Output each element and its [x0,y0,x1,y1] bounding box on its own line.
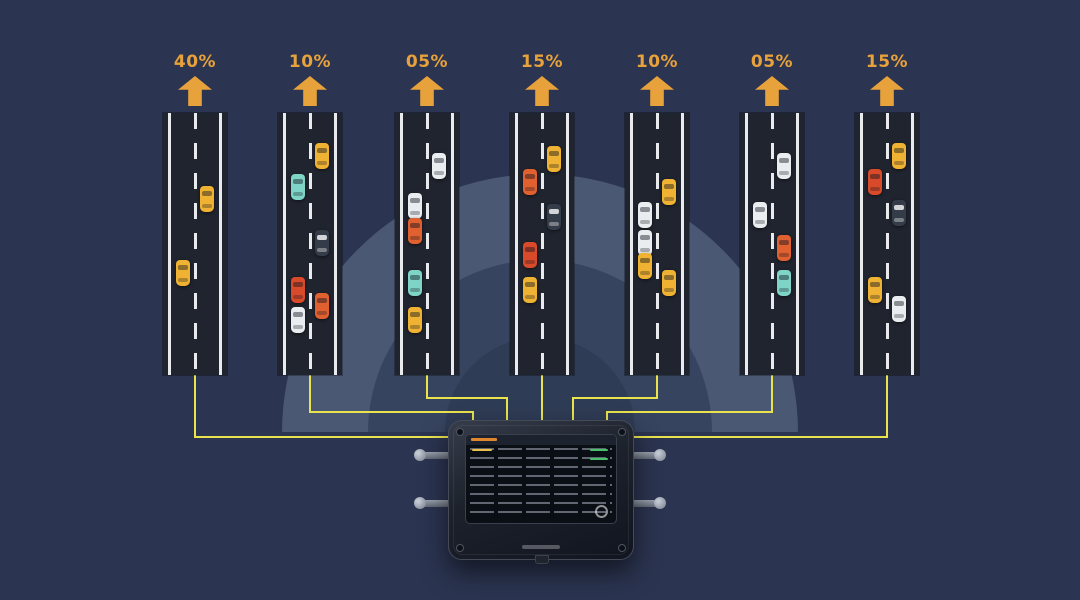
screen-camera-dot [595,505,608,518]
red-car-icon [868,169,882,195]
traffic-percentage-label: 40% [173,52,217,72]
device-screen [465,434,617,524]
white-car-icon [408,193,422,219]
teal-car-icon [777,270,791,296]
road-center-dashed-line [193,113,197,375]
mount-lug-icon [414,497,450,509]
traffic-percentage-label: 05% [405,52,449,72]
yellow-car-icon [408,307,422,333]
road-lane-2 [278,113,342,375]
mount-lug-icon [630,449,666,461]
orange-car-icon [315,293,329,319]
up-arrow-icon [293,76,327,106]
up-arrow-icon [525,76,559,106]
lane-group-3: 05% [395,50,459,375]
yellow-car-icon [662,179,676,205]
screen-data-table [470,448,612,519]
road-center-dashed-line [885,113,889,375]
yellow-car-icon [547,146,561,172]
white-car-icon [291,307,305,333]
up-arrow-icon [755,76,789,106]
up-arrow-icon [640,76,674,106]
police-car-icon [892,200,906,226]
radar-arc-inner [445,337,635,432]
road-lane-6 [740,113,804,375]
white-car-icon [638,202,652,228]
red-car-icon [291,277,305,303]
road-center-dashed-line [655,113,659,375]
road-center-dashed-line [425,113,429,375]
yellow-car-icon [523,277,537,303]
connector-lane-5 [572,375,658,424]
connector-lane-2 [309,375,474,424]
mount-lug-icon [414,449,450,461]
white-car-icon [753,202,767,228]
bottom-port [535,555,549,564]
brand-mark [522,545,560,549]
up-arrow-icon [410,76,444,106]
screen-status-value [590,458,608,460]
connector-lane-6 [606,375,773,424]
yellow-car-icon [868,277,882,303]
yellow-car-icon [662,270,676,296]
white-car-icon [777,153,791,179]
lane-group-2: 10% [278,50,342,375]
white-car-icon [432,153,446,179]
teal-car-icon [408,270,422,296]
road-lane-7 [855,113,919,375]
road-center-dashed-line [540,113,544,375]
screen-status-value [590,449,608,451]
traffic-percentage-label: 10% [288,52,332,72]
yellow-car-icon [176,260,190,286]
teal-car-icon [291,174,305,200]
up-arrow-icon [870,76,904,106]
connector-lane-1 [194,375,450,438]
traffic-percentage-label: 10% [635,52,679,72]
red-car-icon [523,242,537,268]
traffic-percentage-label: 05% [750,52,794,72]
corner-screw-icon [618,544,626,552]
lane-group-4: 15% [510,50,574,375]
yellow-car-icon [315,143,329,169]
corner-screw-icon [456,428,464,436]
up-arrow-icon [178,76,212,106]
corner-screw-icon [618,428,626,436]
road-center-dashed-line [770,113,774,375]
police-car-icon [315,230,329,256]
traffic-percentage-label: 15% [865,52,909,72]
yellow-car-icon [892,143,906,169]
lane-group-6: 05% [740,50,804,375]
orange-car-icon [523,169,537,195]
corner-screw-icon [456,544,464,552]
traffic-percentage-label: 15% [520,52,564,72]
connector-lane-3 [426,375,508,424]
road-lane-4 [510,113,574,375]
road-center-dashed-line [308,113,312,375]
orange-car-icon [777,235,791,261]
screen-title-text [471,438,497,441]
white-car-icon [892,296,906,322]
mount-lug-icon [630,497,666,509]
yellow-car-icon [200,186,214,212]
orange-car-icon [408,218,422,244]
road-lane-3 [395,113,459,375]
road-lane-1 [163,113,227,375]
police-car-icon [547,204,561,230]
screen-header-bar [466,435,616,445]
screen-highlight-row [472,449,492,451]
yellow-car-icon [638,253,652,279]
white-car-icon [638,230,652,256]
connector-lane-7 [630,375,888,438]
traffic-monitoring-device [448,420,634,564]
lane-group-7: 15% [855,50,919,375]
road-lane-5 [625,113,689,375]
lane-group-5: 10% [625,50,689,375]
lane-group-1: 40% [163,50,227,375]
